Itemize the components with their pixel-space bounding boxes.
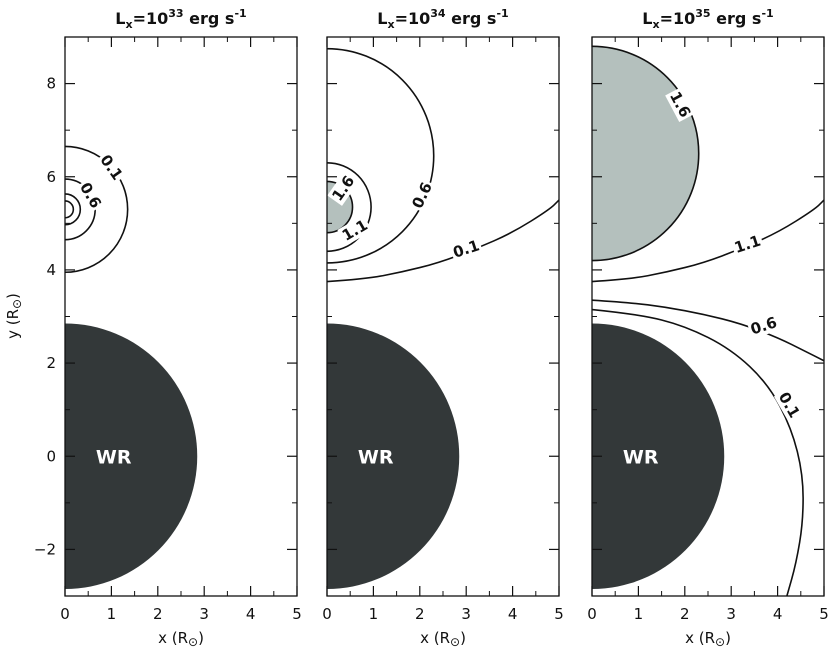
contour-line xyxy=(65,193,82,226)
panel-1: 0.10.6WR 0 1 2 3 4 5 −2 0 2 4 6 8 Lx=1033 erg s-1 x (R… xyxy=(34,7,302,649)
x-axis-label: x (R⊙) xyxy=(420,629,466,649)
wr-star xyxy=(65,323,198,589)
y-tick-label: 8 xyxy=(46,75,56,93)
panel-title: Lx=1035 erg s-1 xyxy=(642,7,773,31)
wr-star xyxy=(327,323,460,589)
contour-line xyxy=(327,199,559,283)
contour-label: 1.1 xyxy=(730,231,765,258)
y-axis-label: y (R⊙) xyxy=(4,293,24,339)
x-tick-label: 0 xyxy=(587,605,597,623)
x-tick-label: 1 xyxy=(634,605,644,623)
contour-line xyxy=(327,47,435,264)
y-tick-label: 6 xyxy=(46,168,56,186)
wr-label: WR xyxy=(358,446,394,468)
y-tick-label: −2 xyxy=(34,540,56,558)
y-tick-label: 2 xyxy=(46,354,56,372)
contour-line xyxy=(327,161,372,253)
x-tick-label: 0 xyxy=(60,605,70,623)
x-tick-label: 5 xyxy=(819,605,829,623)
x-tick-label: 2 xyxy=(415,605,425,623)
contour-line xyxy=(592,199,824,283)
wr-label: WR xyxy=(623,446,659,468)
x-tick-label: 4 xyxy=(773,605,783,623)
x-tick-label: 1 xyxy=(369,605,379,623)
panel-title: Lx=1034 erg s-1 xyxy=(377,7,508,31)
contour-label: 0.1 xyxy=(95,149,128,185)
contour-label: 0.1 xyxy=(449,235,484,263)
x-tick-label: 2 xyxy=(153,605,163,623)
contour-label: 0.6 xyxy=(407,177,437,213)
x-tick-label: 4 xyxy=(246,605,256,623)
x-axis-label: x (R⊙) xyxy=(158,629,204,649)
contour-line xyxy=(65,145,129,274)
contour-line xyxy=(592,45,700,262)
x-tick-label: 0 xyxy=(322,605,332,623)
x-tick-label: 5 xyxy=(554,605,564,623)
wr-star xyxy=(592,323,725,589)
x-tick-label: 1 xyxy=(107,605,117,623)
x-tick-label: 4 xyxy=(508,605,518,623)
svg-text:0.1: 0.1 xyxy=(451,236,482,261)
svg-text:0.6: 0.6 xyxy=(748,313,779,338)
plot-area: 1.61.10.60.1 xyxy=(592,45,824,596)
x-tick-label: 2 xyxy=(680,605,690,623)
panel-title: Lx=1033 erg s-1 xyxy=(115,7,246,31)
plot-area: 0.10.6 xyxy=(65,145,198,589)
x-axis-label: x (R⊙) xyxy=(685,629,731,649)
svg-text:1.1: 1.1 xyxy=(732,232,763,257)
wr-label: WR xyxy=(96,446,132,468)
contour-line xyxy=(592,299,824,362)
x-tick-label: 3 xyxy=(726,605,736,623)
svg-text:0.1: 0.1 xyxy=(96,151,126,183)
y-tick-label: 0 xyxy=(46,447,56,465)
x-tick-label: 3 xyxy=(461,605,471,623)
contour-line xyxy=(65,200,75,219)
contour-label: 0.6 xyxy=(746,312,781,340)
y-tick-label: 4 xyxy=(46,261,56,279)
x-tick-label: 5 xyxy=(292,605,302,623)
x-tick-label: 3 xyxy=(199,605,209,623)
plot-area: 1.61.10.60.1 xyxy=(327,47,559,589)
